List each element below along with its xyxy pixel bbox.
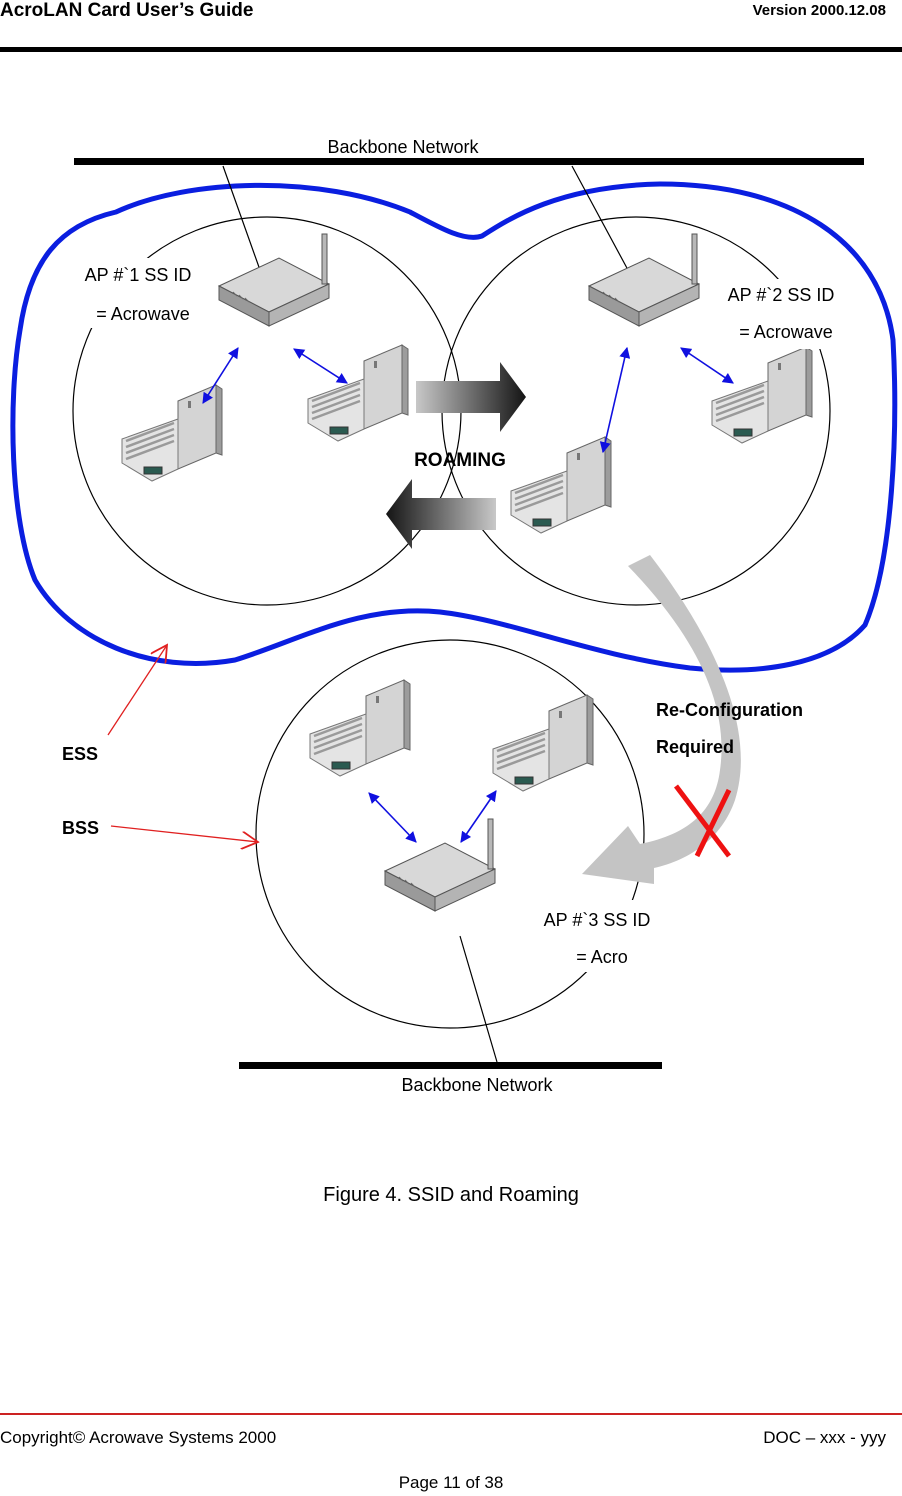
ap1-cable <box>222 165 261 271</box>
roaming-label: ROAMING <box>414 450 506 471</box>
ess-outline <box>10 181 898 673</box>
wireless-links <box>202 346 734 843</box>
backbone-network-top: Backbone Network <box>74 137 864 165</box>
laptop-icon <box>509 435 613 535</box>
ap2-ssid-label: AP #`2 SS ID = Acrowave <box>710 279 850 349</box>
link-arrow <box>460 790 497 843</box>
footer-rule <box>0 1413 902 1415</box>
bss-label: BSS <box>62 818 99 838</box>
roaming-arrow-right <box>416 362 526 432</box>
laptop-icon <box>710 345 814 445</box>
backbone-network-bottom: Backbone Network <box>239 1062 662 1095</box>
document-version: Version 2000.12.08 <box>752 2 886 19</box>
access-point-3-icon <box>384 818 496 912</box>
bss-pointer-arrow <box>110 825 258 842</box>
laptop-icon <box>491 693 595 793</box>
document-id: DOC – xxx - yyy <box>763 1428 886 1447</box>
copyright-text: Copyright© Acrowave Systems 2000 <box>0 1428 277 1447</box>
reconfig-arrow <box>582 555 741 884</box>
link-arrow <box>293 348 348 384</box>
ap3-ssid-line1: AP #`3 SS ID <box>544 910 651 930</box>
access-point-2-icon <box>588 233 700 327</box>
backbone-label-top: Backbone Network <box>327 137 479 157</box>
ap1-ssid-line1: AP #`1 SS ID <box>85 265 192 285</box>
ap1-ssid-line2: = Acrowave <box>96 304 190 324</box>
laptop-icon <box>120 383 224 483</box>
reconfig-label-line1: Re-Configuration <box>656 700 803 720</box>
ap3-ssid-line2: = Acro <box>576 947 628 967</box>
header-rule <box>0 47 902 52</box>
page-number: Page 11 of 38 <box>398 1473 504 1492</box>
blocked-cross-icon <box>674 784 732 858</box>
ap2-ssid-line1: AP #`2 SS ID <box>728 285 835 305</box>
link-arrow <box>599 346 631 454</box>
access-point-1-icon <box>218 233 330 327</box>
figure-caption: Figure 4. SSID and Roaming <box>323 1184 579 1206</box>
page-header: AcroLAN Card User’s Guide Version 2000.1… <box>0 0 902 52</box>
ess-label: ESS <box>62 744 98 764</box>
ap3-ssid-label: AP #`3 SS ID = Acro <box>526 900 666 972</box>
link-arrow <box>680 347 734 384</box>
ap1-ssid-label: AP #`1 SS ID = Acrowave <box>66 258 206 328</box>
backbone-label-bottom: Backbone Network <box>401 1075 553 1095</box>
link-arrow <box>202 347 239 404</box>
laptop-icon <box>308 678 412 778</box>
ap3-cable <box>459 935 498 1063</box>
document-title: AcroLAN Card User’s Guide <box>0 0 254 21</box>
laptop-icon <box>306 343 410 443</box>
ap2-ssid-line2: = Acrowave <box>739 322 833 342</box>
link-arrow <box>368 792 417 843</box>
ssid-roaming-diagram: Backbone Network Backbone Network ROAMIN… <box>10 137 898 1095</box>
ess-pointer-arrow <box>107 645 167 736</box>
reconfig-label-line2: Required <box>656 737 734 757</box>
ap2-cable <box>571 165 629 271</box>
roaming-arrow-left <box>386 479 496 549</box>
